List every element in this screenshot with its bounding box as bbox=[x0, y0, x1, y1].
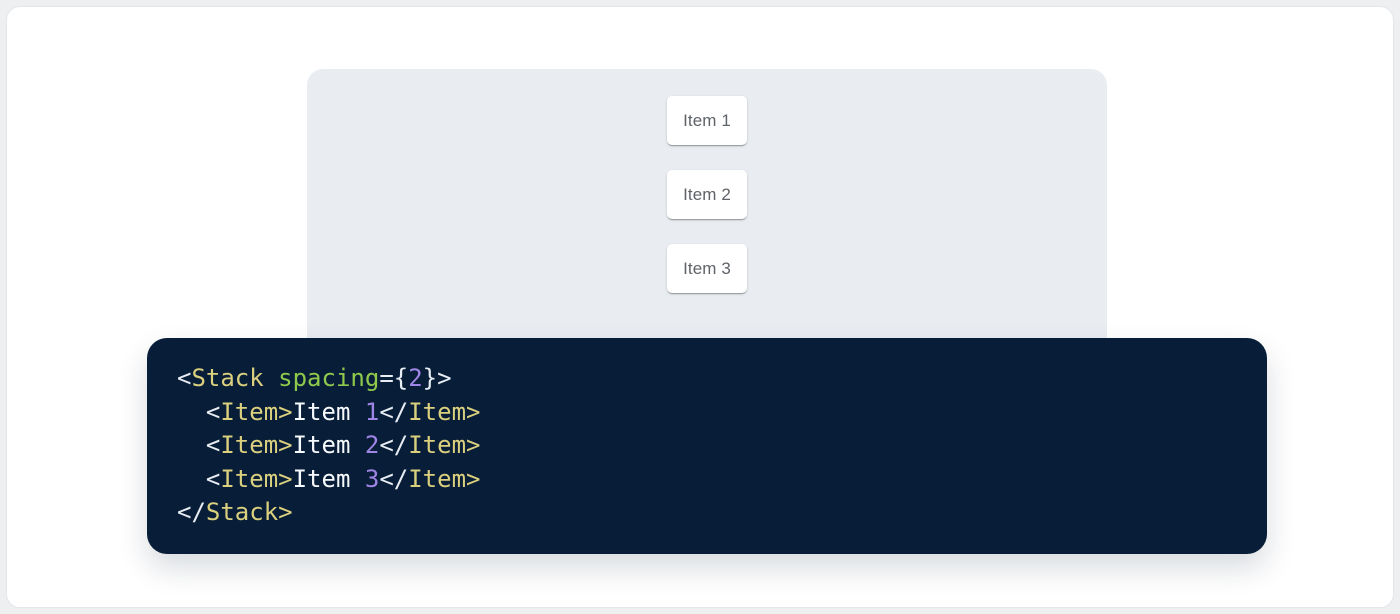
code-token-punct: < bbox=[177, 364, 192, 392]
stack-item-label: Item 2 bbox=[683, 184, 731, 204]
stack-item: Item 2 bbox=[667, 170, 747, 219]
code-token-punct: } bbox=[422, 364, 438, 392]
code-token-text bbox=[264, 364, 278, 392]
code-token-tag: > bbox=[278, 464, 293, 493]
code-token-tag: Stack bbox=[191, 364, 264, 392]
code-token-text: Item bbox=[292, 431, 365, 460]
stack-item-label: Item 3 bbox=[683, 258, 731, 278]
stack-item-label: Item 1 bbox=[683, 110, 731, 130]
code-token-num: 2 bbox=[364, 431, 380, 460]
code-token-punct: / bbox=[191, 498, 206, 527]
code-token-tag: > bbox=[278, 397, 293, 426]
code-token-text: Item bbox=[292, 397, 365, 426]
code-token-num: 3 bbox=[364, 464, 380, 493]
code-token-punct: < bbox=[379, 431, 394, 460]
code-token-punct: / bbox=[393, 397, 409, 426]
code-line: <Item>Item 1</Item> bbox=[177, 396, 1237, 430]
code-token-punct: = bbox=[379, 364, 394, 392]
stack-demo-panel: Item 1 Item 2 Item 3 bbox=[307, 69, 1107, 369]
code-token-punct: < bbox=[205, 431, 221, 460]
code-line: </Stack> bbox=[177, 496, 1237, 530]
code-token-text: Item bbox=[292, 464, 365, 493]
stack-container: Item 1 Item 2 Item 3 bbox=[307, 96, 1107, 293]
code-token-punct: / bbox=[393, 431, 409, 460]
code-block: <Stack spacing={2}> <Item>Item 1</Item> … bbox=[147, 338, 1267, 554]
stack-item: Item 3 bbox=[667, 244, 747, 293]
code-token-punct: < bbox=[379, 397, 394, 426]
code-token-tag: Stack bbox=[205, 498, 279, 527]
code-line: <Item>Item 3</Item> bbox=[177, 463, 1237, 497]
code-token-tag: Item bbox=[220, 397, 279, 426]
stack-item: Item 1 bbox=[667, 96, 747, 145]
code-token-punct: / bbox=[393, 464, 409, 493]
code-token-num: 2 bbox=[408, 364, 423, 392]
code-token-punct: < bbox=[205, 397, 221, 426]
code-token-punct: < bbox=[205, 464, 221, 493]
code-token-tag: > bbox=[278, 498, 293, 527]
code-token-tag: Item bbox=[408, 397, 467, 426]
code-token-num: 1 bbox=[364, 397, 380, 426]
code-token-punct: { bbox=[393, 364, 409, 392]
code-token-punct: < bbox=[379, 464, 394, 493]
code-token-tag: > bbox=[278, 431, 293, 460]
code-token-tag: > bbox=[466, 431, 481, 460]
code-token-tag: Item bbox=[220, 431, 279, 460]
code-line: <Item>Item 2</Item> bbox=[177, 429, 1237, 463]
code-token-tag: > bbox=[466, 397, 481, 426]
code-token-attr: spacing bbox=[278, 364, 380, 392]
code-token-tag: > bbox=[466, 464, 481, 493]
code-token-tag: Item bbox=[220, 464, 279, 493]
code-line: <Stack spacing={2}> bbox=[177, 362, 1237, 396]
code-pre: <Stack spacing={2}> <Item>Item 1</Item> … bbox=[147, 338, 1267, 554]
code-token-tag: Item bbox=[408, 431, 467, 460]
code-token-punct: < bbox=[177, 498, 192, 527]
code-token-punct: > bbox=[437, 364, 452, 392]
code-token-tag: Item bbox=[408, 464, 467, 493]
